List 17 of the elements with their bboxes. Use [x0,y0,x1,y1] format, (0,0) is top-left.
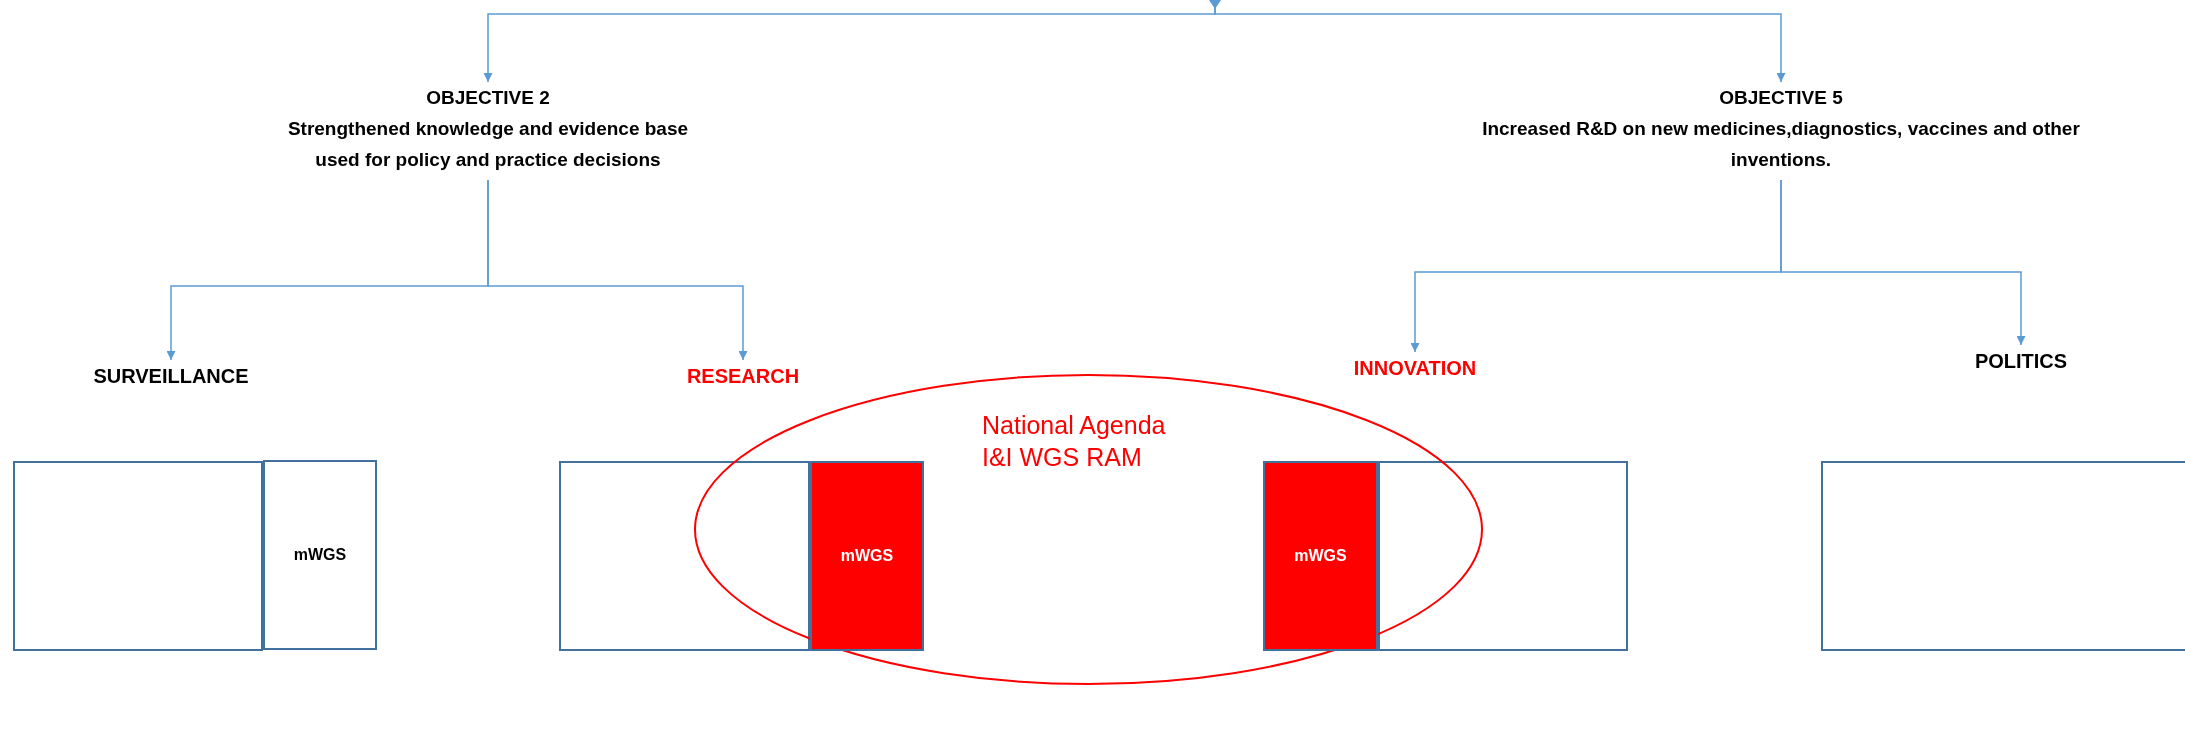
mwgs-box [263,460,377,650]
empty-box [1821,461,2185,651]
connector-arrow [487,179,748,361]
category-label: INNOVATION [1285,352,1545,384]
box-label: mWGS [840,547,894,565]
category-label: SURVEILLANCE [41,360,301,392]
objective-description: Strengthened knowledge and evidence base used for policy and practice decisions [286,117,690,172]
empty-box [13,461,263,651]
connector-arrow [1780,179,2026,346]
box-label: mWGS [293,546,347,564]
objective-heading: OBJECTIVE 2 [426,86,550,110]
objective-heading: OBJECTIVE 5 [1719,86,1843,110]
category-label: POLITICS [1891,345,2151,377]
objective-description: Increased R&D on new medicines,diagnostics, vaccines and other inventions. [1481,117,2081,172]
agenda-text: National Agenda I&I WGS RAM [982,410,1167,473]
box-label: mWGS [1294,547,1347,565]
category-label: RESEARCH [613,360,873,392]
